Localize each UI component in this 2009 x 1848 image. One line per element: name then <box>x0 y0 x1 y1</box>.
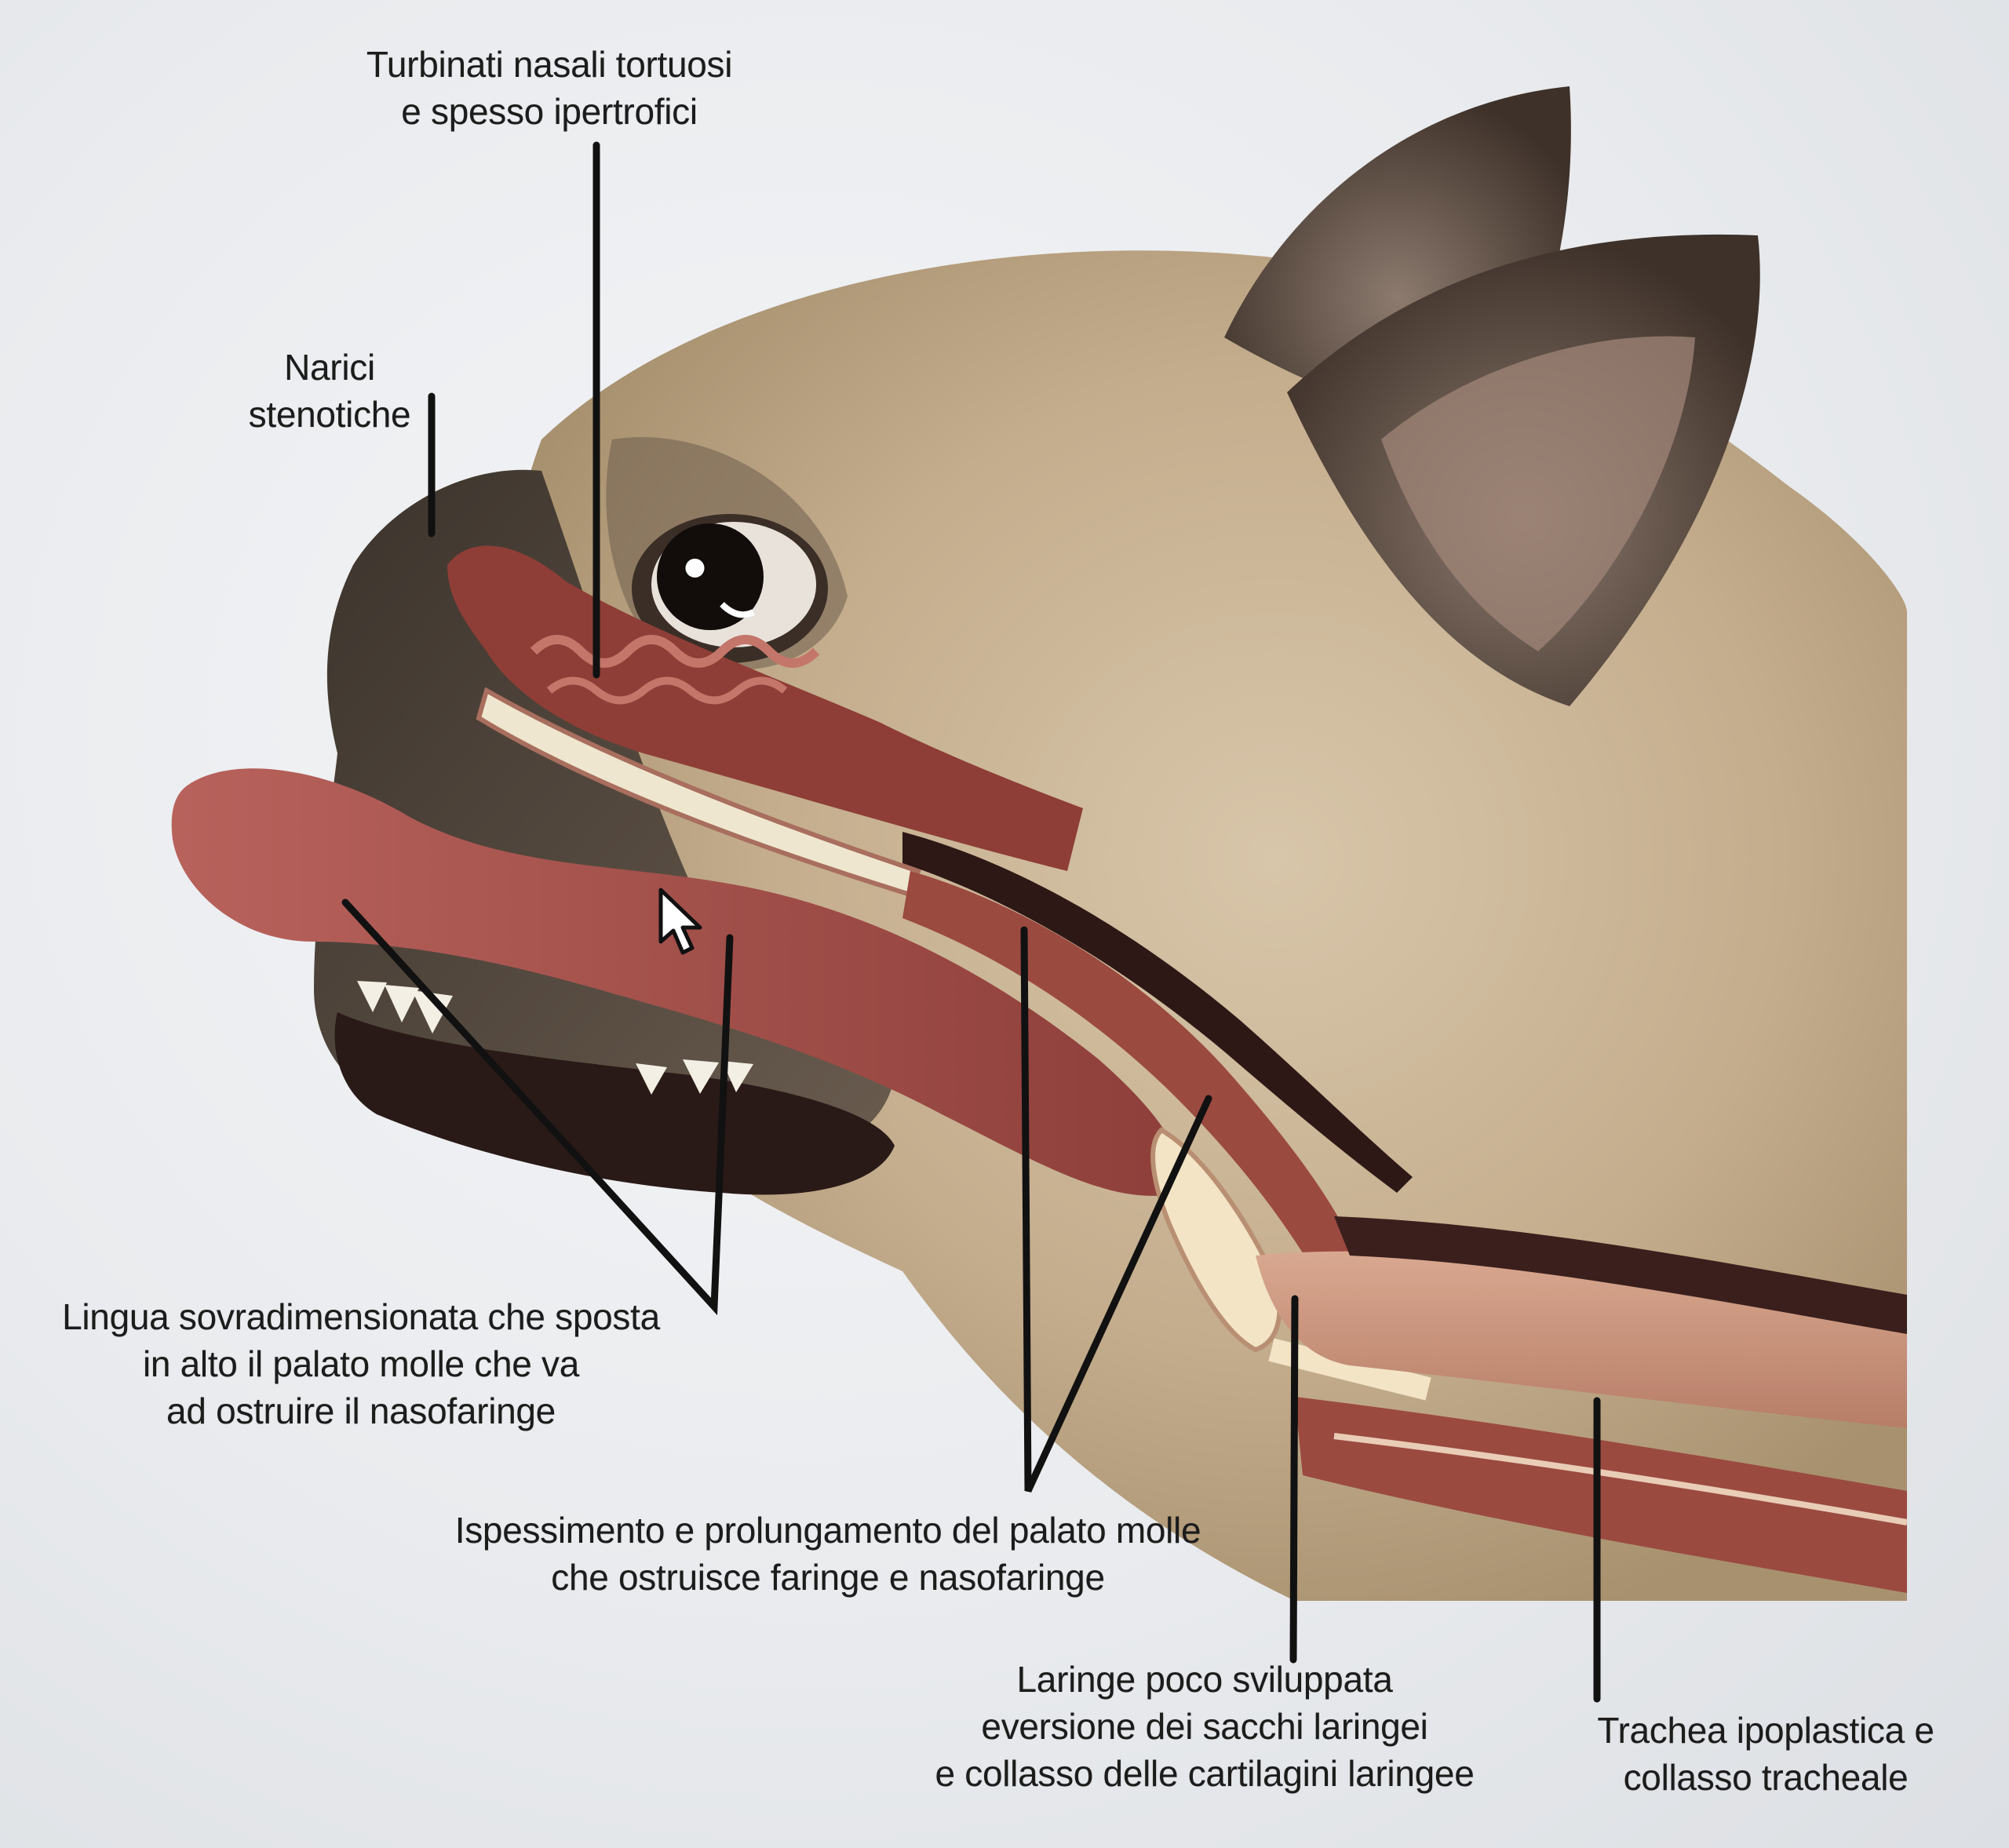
label-laringe-line1: Laringe poco sviluppata <box>1016 1659 1393 1700</box>
teeth <box>357 981 753 1095</box>
tongue <box>171 768 1182 1196</box>
label-palato: Ispessimento e prolungamento del palato … <box>396 1507 1260 1601</box>
label-turbinati: Turbinati nasali tortuosi e spesso ipert… <box>337 41 761 135</box>
label-turbinati-line2: e spesso ipertrofici <box>401 91 698 132</box>
label-palato-line1: Ispessimento e prolungamento del palato … <box>454 1510 1201 1551</box>
label-trachea-line2: collasso tracheale <box>1623 1757 1909 1798</box>
label-lingua-line2: in alto il palato molle che va <box>142 1343 580 1384</box>
leader-lines <box>341 141 1601 1703</box>
label-narici: Narici stenotiche <box>220 344 439 438</box>
nasal-cavity-section <box>447 545 1083 871</box>
mouse-cursor-icon <box>658 888 702 955</box>
label-narici-line2: stenotiche <box>248 394 411 435</box>
soft-palate-pharynx <box>902 832 1413 1279</box>
leader-line-lingua <box>341 898 734 1316</box>
eye <box>632 514 828 663</box>
label-laringe-line3: e collasso delle cartilagini laringee <box>935 1753 1475 1794</box>
label-laringe: Laringe poco sviluppata eversione dei sa… <box>891 1656 1519 1797</box>
label-turbinati-line1: Turbinati nasali tortuosi <box>366 44 733 85</box>
ears <box>1224 86 1760 706</box>
label-narici-line1: Narici <box>284 347 375 388</box>
label-lingua-line3: ad ostruire il nasofaringe <box>166 1391 556 1431</box>
label-trachea: Trachea ipoplastica e collasso tracheale <box>1562 1707 1970 1801</box>
label-trachea-line1: Trachea ipoplastica e <box>1597 1710 1934 1751</box>
trachea <box>1256 1216 1908 1593</box>
leader-line-laringe <box>1289 1295 1299 1664</box>
label-lingua-line1: Lingua sovradimensionata che sposta <box>62 1296 660 1337</box>
leader-line-palato <box>1020 926 1212 1493</box>
label-laringe-line2: eversione dei sacchi laringei <box>981 1706 1428 1747</box>
label-palato-line2: che ostruisce faringe e nasofaringe <box>551 1557 1105 1598</box>
label-lingua: Lingua sovradimensionata che sposta in a… <box>16 1293 706 1434</box>
